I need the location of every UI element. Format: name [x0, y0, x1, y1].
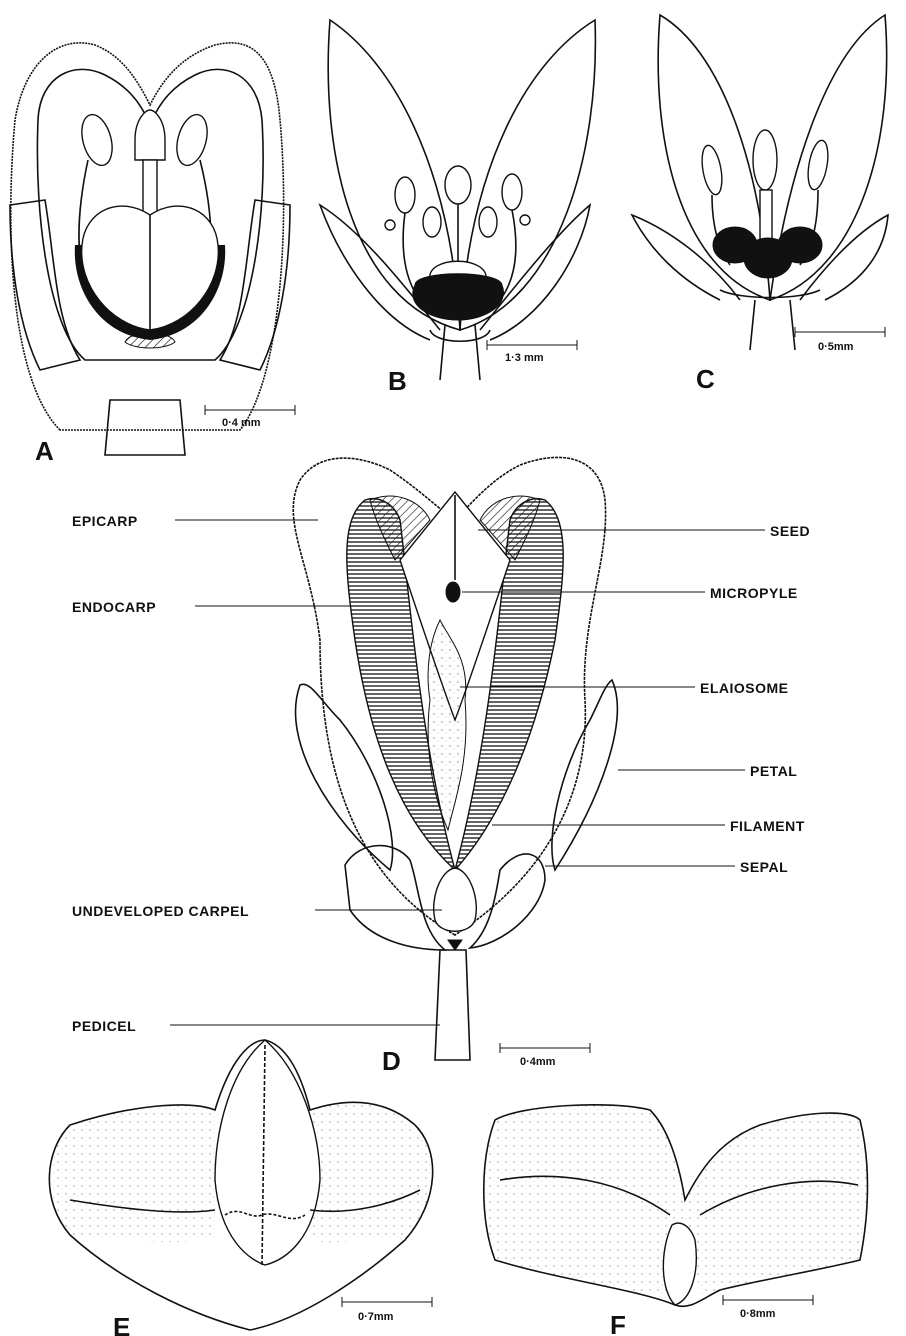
label-pedicel: PEDICEL	[72, 1018, 136, 1034]
panel-f-letter: F	[610, 1310, 626, 1336]
panel-c-letter: C	[696, 364, 715, 394]
panel-e-scale-label: 0·7mm	[358, 1311, 394, 1323]
panel-d-letter: D	[382, 1046, 401, 1076]
label-elaiosome: ELAIOSOME	[700, 680, 789, 696]
panel-b-scale-label: 1·3 mm	[505, 352, 544, 364]
panel-a-scale-bar: 0·4 mm	[205, 405, 295, 429]
panel-f-scale-bar: 0·8mm	[723, 1295, 813, 1320]
panel-d-scale-label: 0·4mm	[520, 1056, 556, 1068]
panel-f-drawing	[484, 1105, 868, 1307]
panel-d-drawing	[293, 457, 617, 1060]
label-petal: PETAL	[750, 763, 797, 779]
panel-c-drawing	[632, 15, 888, 350]
label-undeveloped-carpel: UNDEVELOPED CARPEL	[72, 903, 249, 919]
panel-c-scale-bar: 0·5mm	[795, 327, 885, 353]
label-epicarp: EPICARP	[72, 513, 138, 529]
label-micropyle: MICROPYLE	[710, 585, 798, 601]
panel-a-drawing	[10, 43, 290, 455]
panel-c-scale-label: 0·5mm	[818, 341, 854, 353]
panel-a-scale-label: 0·4 mm	[222, 417, 261, 429]
panel-e-letter: E	[113, 1312, 130, 1336]
label-sepal: SEPAL	[740, 859, 788, 875]
panel-a-letter: A	[35, 436, 54, 466]
panel-b-letter: B	[388, 366, 407, 396]
panel-d-scale-bar: 0·4mm	[500, 1043, 590, 1068]
panel-e-drawing	[49, 1040, 432, 1330]
panel-e-scale-bar: 0·7mm	[342, 1297, 432, 1323]
label-filament: FILAMENT	[730, 818, 805, 834]
label-seed: SEED	[770, 523, 810, 539]
label-endocarp: ENDOCARP	[72, 599, 156, 615]
panel-b-scale-bar: 1·3 mm	[487, 340, 577, 364]
panel-b-drawing	[320, 20, 595, 380]
panel-f-scale-label: 0·8mm	[740, 1308, 776, 1320]
